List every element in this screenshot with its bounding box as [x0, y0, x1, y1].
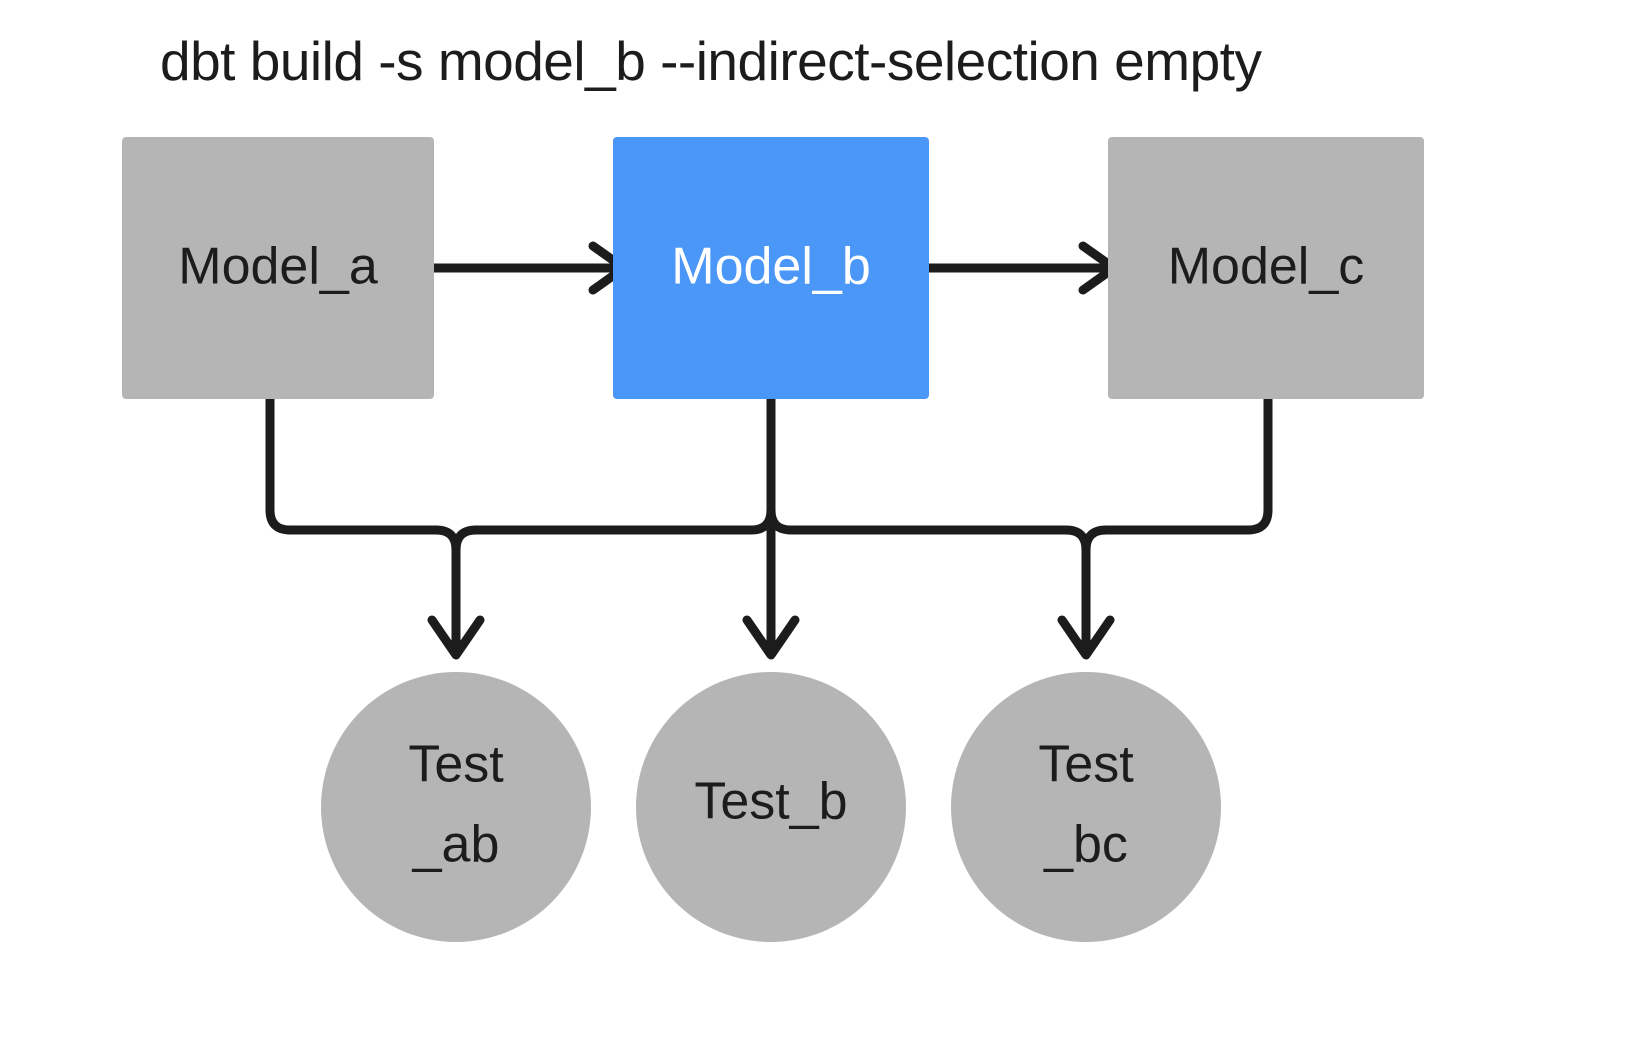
node-model-a[interactable]: Model_a	[122, 137, 434, 399]
node-layer: Model_a Model_b Model_c Test _ab Tes	[122, 137, 1424, 942]
node-test-ab-label-line1: Test	[408, 736, 504, 794]
node-test-b-label: Test_b	[694, 773, 847, 831]
node-model-b-shape[interactable]	[613, 137, 929, 399]
node-model-a-shape[interactable]	[122, 137, 434, 399]
node-test-b-shape[interactable]	[636, 672, 906, 942]
node-model-b[interactable]: Model_b	[613, 137, 929, 399]
node-model-b-label: Model_b	[671, 238, 870, 296]
node-test-bc[interactable]: Test _bc	[951, 672, 1221, 942]
edge-model-b-to-test-bc	[766, 394, 1115, 660]
edge-model-b-to-test-ab	[451, 394, 776, 653]
node-test-ab-shape[interactable]	[321, 672, 591, 942]
edge-model-c-to-test-bc	[1081, 394, 1273, 653]
node-model-c-shape[interactable]	[1108, 137, 1424, 399]
edge-model-a-to-test-ab	[265, 394, 485, 660]
node-model-c[interactable]: Model_c	[1108, 137, 1424, 399]
edge-layer	[265, 241, 1273, 660]
node-test-bc-label-line2: _bc	[1043, 816, 1128, 874]
node-test-bc-shape[interactable]	[951, 672, 1221, 942]
node-test-ab[interactable]: Test _ab	[321, 672, 591, 942]
node-test-bc-label-line1: Test	[1038, 736, 1134, 794]
node-model-a-label: Model_a	[178, 238, 378, 296]
node-model-c-label: Model_c	[1168, 238, 1365, 296]
edge-model-b-to-model-c	[924, 241, 1119, 295]
edge-model-a-to-model-b	[429, 241, 629, 295]
node-test-ab-label-line2: _ab	[412, 816, 500, 874]
node-test-b[interactable]: Test_b	[636, 672, 906, 942]
page-title: dbt build -s model_b --indirect-selectio…	[160, 30, 1262, 92]
